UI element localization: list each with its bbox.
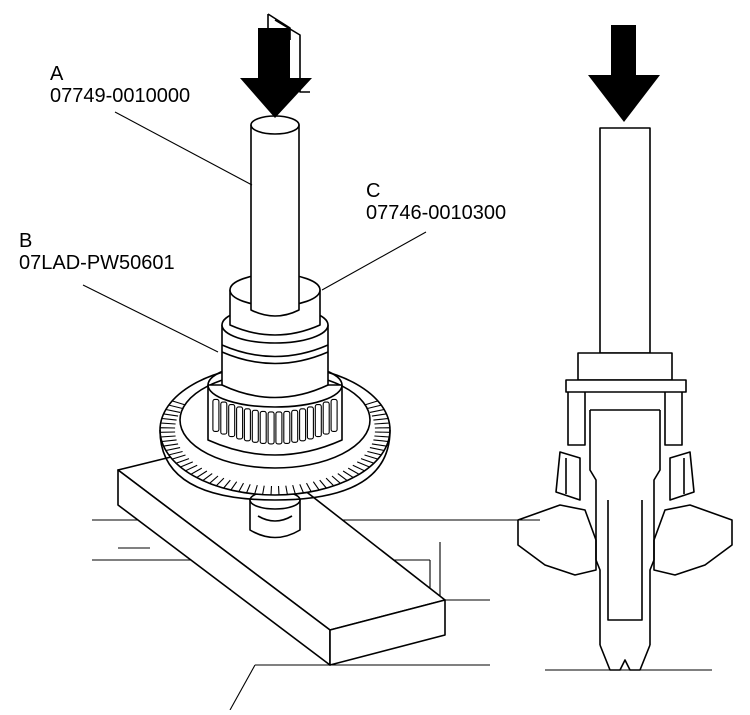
callout-b-part-number: 07LAD-PW50601 — [19, 252, 175, 274]
right-section-view — [517, 25, 733, 671]
callout-c: C 07746-0010300 — [366, 180, 506, 224]
shaft-stub — [249, 490, 301, 539]
left-isometric-view — [82, 13, 540, 711]
section-bearings — [555, 451, 695, 501]
callout-c-letter: C — [366, 180, 381, 202]
driver-handle-a — [250, 115, 300, 317]
section-shaft — [599, 127, 651, 354]
callout-b: B 07LAD-PW50601 — [19, 230, 175, 274]
callout-a-letter: A — [50, 63, 64, 85]
section-gear-flange — [517, 504, 733, 576]
roller-bearing — [207, 362, 343, 456]
callout-b-letter: B — [19, 230, 33, 252]
down-arrow-icon — [240, 13, 312, 118]
section-spindle — [589, 409, 661, 671]
section-attachment — [565, 352, 687, 446]
callout-c-part-number: 07746-0010300 — [366, 202, 507, 224]
callout-a: A 07749-0010000 — [50, 63, 190, 107]
down-arrow-icon — [588, 25, 660, 122]
callout-a-part-number: 07749-0010000 — [50, 85, 191, 107]
leader-lines — [82, 111, 427, 353]
